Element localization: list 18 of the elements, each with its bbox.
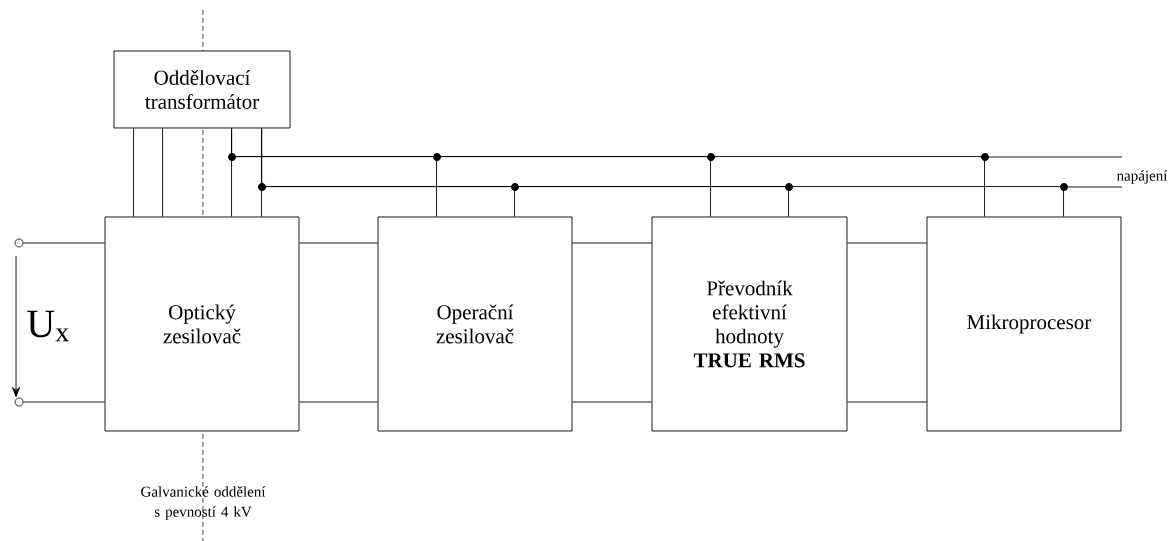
block-box: Mikroprocesor [926,216,1122,432]
connector [162,128,163,217]
isolation-note: Galvanické oddělení s pevností 4 kV [141,486,266,520]
connector [299,242,378,244]
connector [133,128,134,217]
connector [22,401,105,403]
connector [572,401,652,403]
connector [22,242,105,244]
block-box: Operační zesilovač [377,216,573,432]
block-box: Optický zesilovač [104,216,300,432]
connector [299,401,378,403]
connector [847,242,927,244]
connector [847,401,927,403]
block-box: Převodník efektivní hodnoty TRUE RMS [651,216,848,432]
connector [572,242,652,244]
supply-label: napájení [1116,170,1168,184]
voltage-label: U$_{x}$ [27,310,69,342]
transformer-box: Oddělovací transformátor [113,50,291,129]
